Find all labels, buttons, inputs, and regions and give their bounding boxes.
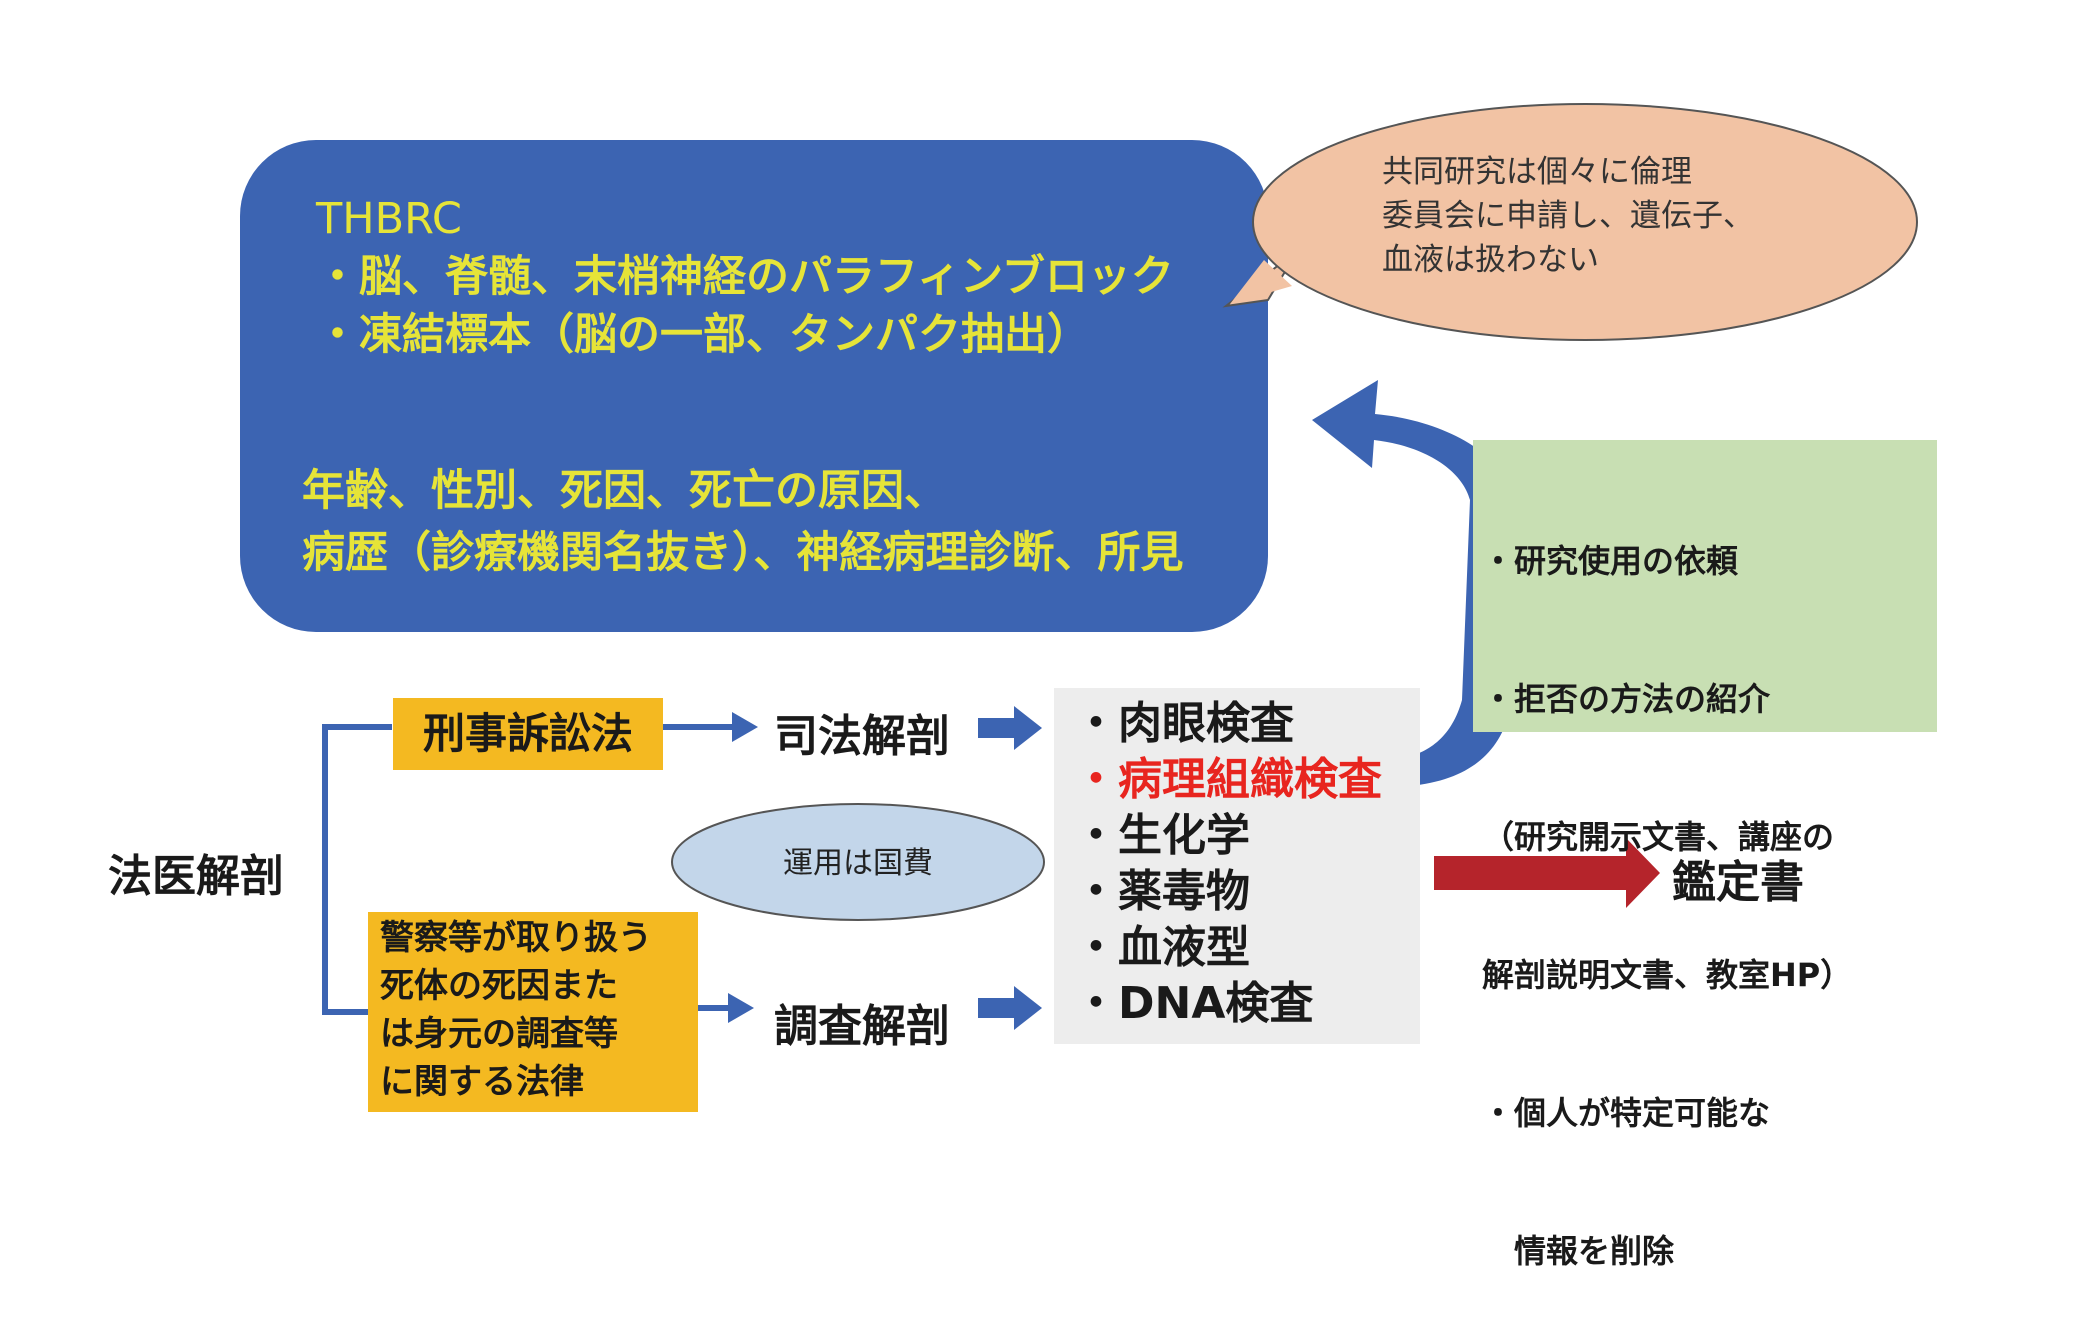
- examinations-list: ・肉眼検査 ・病理組織検査 ・生化学 ・薬毒物 ・血液型 ・DNA検査: [1074, 696, 1382, 1032]
- thbrc-item-paraffin: ・脳、脊髄、末梢神経のパラフィンブロック: [316, 252, 1174, 302]
- ethics-note-line-2: 委員会に申請し、遺伝子、: [1382, 198, 1754, 234]
- investigation-to-exam-arrowhead: [1014, 986, 1042, 1030]
- procedure-item-request: ・研究使用の依頼: [1482, 542, 1739, 580]
- ethics-note: 共同研究は個々に倫理 委員会に申請し、遺伝子、 血液は扱わない: [1382, 150, 1754, 282]
- thbrc-materials: THBRC ・脳、脊髄、末梢神経のパラフィンブロック ・凍結標本（脳の一部、タン…: [316, 190, 1174, 364]
- connector-layer: [322, 380, 1660, 1030]
- judicial-to-exam-arrowhead: [1014, 706, 1042, 750]
- procedure-item-refusal: ・拒否の方法の紹介: [1482, 680, 1771, 718]
- procedure-item-documents-2: 解剖説明文書、教室HP）: [1482, 956, 1853, 994]
- forensic-bracket: [322, 724, 392, 1015]
- investigation-law-box: [368, 912, 698, 1112]
- budget-ellipse: [671, 803, 1045, 921]
- exam-item-toxicology: ・薬毒物: [1074, 866, 1250, 917]
- exam-item-dna: ・DNA検査: [1074, 978, 1314, 1029]
- ethics-note-line-3: 血液は扱わない: [1382, 242, 1599, 278]
- investigation-autopsy-label: 調査解剖: [774, 1001, 950, 1052]
- exam-item-biochemistry: ・生化学: [1074, 810, 1250, 861]
- research-procedure-box: [1473, 440, 1937, 732]
- investigation-law-label: 警察等が取り扱う 死体の死因また は身元の調査等 に関する法律: [380, 918, 652, 1102]
- exam-item-blood-type: ・血液型: [1074, 922, 1250, 973]
- law-to-judicial-arrowhead: [732, 712, 758, 742]
- expert-report-label: 鑑定書: [1672, 857, 1804, 908]
- judicial-to-exam-shaft: [978, 718, 1016, 738]
- exam-item-histopathology: ・病理組織検査: [1074, 754, 1382, 805]
- budget-note: 運用は国費: [783, 846, 933, 881]
- report-arrow-head: [1626, 838, 1660, 908]
- procedure-item-documents-1: （研究開示文書、講座の: [1482, 818, 1835, 856]
- criminal-procedure-box: [393, 698, 663, 770]
- research-use-curved-arrow: [1312, 380, 1520, 786]
- thbrc-box: [240, 140, 1268, 632]
- examinations-box: [1054, 688, 1420, 1044]
- thbrc-info-line-1: 年齢、性別、死因、死亡の原因、: [302, 466, 947, 516]
- forensic-autopsy-label: 法医解剖: [108, 851, 284, 902]
- thbrc-item-frozen: ・凍結標本（脳の一部、タンパク抽出）: [316, 310, 1090, 360]
- investigation-to-exam-shaft: [978, 998, 1016, 1018]
- ethics-speech-bubble: [1222, 103, 1918, 341]
- ethics-note-line-1: 共同研究は個々に倫理: [1382, 154, 1692, 190]
- exam-item-gross: ・肉眼検査: [1074, 698, 1294, 749]
- thbrc-info-line-2: 病歴（診療機関名抜き）、神経病理診断、所見: [302, 528, 1184, 578]
- procedure-item-anonymize: ・個人が特定可能な: [1482, 1094, 1771, 1132]
- criminal-procedure-label: 刑事訴訟法: [422, 709, 633, 758]
- thbrc-title: THBRC: [316, 194, 462, 244]
- report-arrow-shaft: [1434, 856, 1630, 890]
- thbrc-info: 年齢、性別、死因、死亡の原因、 病歴（診療機関名抜き）、神経病理診断、所見: [302, 460, 1184, 584]
- judicial-autopsy-label: 司法解剖: [774, 711, 950, 762]
- law-to-investigation-arrowhead: [728, 993, 754, 1023]
- procedure-item-anonymize-cont: 情報を削除: [1482, 1232, 1675, 1270]
